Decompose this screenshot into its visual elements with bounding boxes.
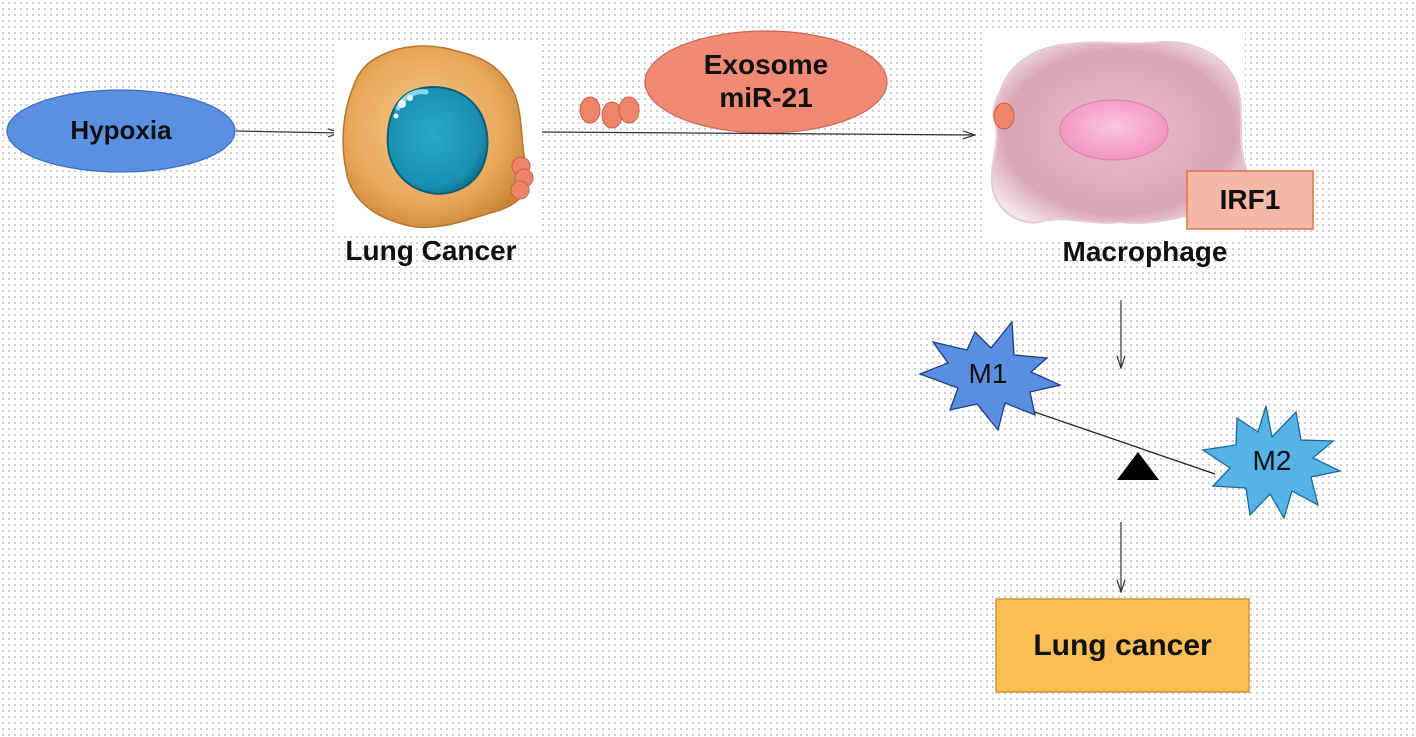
lung-cancer-outcome-label: Lung cancer bbox=[1033, 628, 1212, 662]
m1-m2-balance-beam bbox=[1019, 406, 1216, 475]
balance-fulcrum bbox=[1117, 452, 1159, 480]
m1-label: M1 bbox=[968, 358, 1008, 389]
exosome-label-line2: miR-21 bbox=[719, 82, 813, 113]
hypoxia-node bbox=[6, 89, 236, 173]
m2-starburst bbox=[1201, 405, 1343, 520]
arrow-cancer-to-macrophage bbox=[541, 132, 975, 135]
hypoxia-label: Hypoxia bbox=[70, 115, 172, 145]
lung-cancer-cell-icon bbox=[334, 40, 540, 236]
exosome-label-line1: Exosome bbox=[703, 49, 829, 80]
irf1-label: IRF1 bbox=[1219, 184, 1281, 215]
m1-starburst bbox=[918, 320, 1063, 432]
macrophage-label: Macrophage bbox=[1062, 236, 1228, 267]
macrophage-cell-icon bbox=[983, 30, 1249, 242]
lung-cancer-cell-label: Lung Cancer bbox=[345, 235, 517, 266]
lung-cancer-outcome-box bbox=[995, 598, 1250, 693]
irf1-box bbox=[1186, 170, 1314, 230]
m2-label: M2 bbox=[1252, 445, 1292, 476]
arrow-hypoxia-to-cancer bbox=[235, 131, 340, 133]
exosome-vesicles bbox=[579, 96, 640, 129]
